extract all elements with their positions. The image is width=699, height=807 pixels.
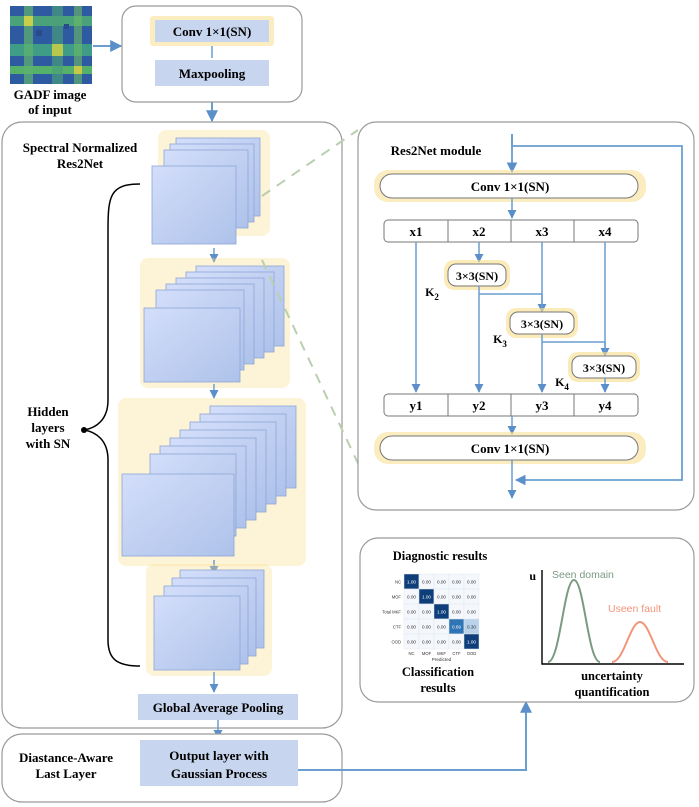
- snres2net-label-line2: Res2Net: [57, 156, 104, 171]
- x4-label: x4: [599, 224, 613, 239]
- matrix-cell-value: 0.00: [452, 579, 461, 584]
- output-label-line2: Gaussian Process: [171, 766, 267, 781]
- matrix-cell-value: 0.00: [452, 609, 461, 614]
- matrix-cell-value: 0.00: [407, 624, 416, 629]
- seen-domain-curve: [547, 578, 601, 663]
- last-layer-label-line2: Last Layer: [35, 766, 96, 781]
- axis-u-label: u: [529, 569, 536, 583]
- module-conv-top-box: [379, 173, 639, 199]
- last-layer-label-line1: Diastance-Aware: [19, 750, 113, 765]
- y4-label: y4: [599, 398, 613, 413]
- y3-label: y3: [536, 398, 550, 413]
- hidden-label-line3: with SN: [26, 436, 71, 451]
- matrix-cell-value: 0.00: [452, 639, 461, 644]
- module-conv-bottom-box: [379, 435, 639, 461]
- maxpool-box: [155, 60, 269, 86]
- k4-conv-label: 3×3(SN): [583, 361, 625, 375]
- matrix-cell-value: 0.00: [452, 594, 461, 599]
- matrix-col-label: MKF: [437, 651, 446, 656]
- seen-domain-label: Seen domain: [552, 569, 614, 581]
- results-title: Diagnostic results: [393, 549, 488, 563]
- module-conv-bottom-label: Conv 1×1(SN): [471, 441, 550, 456]
- matrix-col-label: MOF: [422, 651, 432, 656]
- matrix-cell-value: 0.00: [437, 594, 446, 599]
- conv-top-label: Conv 1×1(SN): [173, 24, 252, 39]
- matrix-row-label: OOD: [391, 639, 401, 644]
- snres2net-label-line1: Spectral Normalized: [23, 140, 138, 155]
- x1-label: x1: [410, 224, 423, 239]
- hidden-layer-stack-1: [151, 130, 270, 245]
- hidden-label-line2: layers: [31, 420, 64, 435]
- matrix-cell-value: 0.00: [422, 624, 431, 629]
- hidden-layer-stack-4: [146, 564, 272, 676]
- matrix-xlabel: Predicted: [432, 657, 452, 662]
- matrix-cell-value: 0.00: [422, 639, 431, 644]
- k3-conv-label: 3×3(SN): [521, 317, 563, 331]
- matrix-cell-value: 0.00: [407, 594, 416, 599]
- matrix-cell-value: 0.30: [467, 624, 476, 629]
- matrix-cell-value: 1.00: [437, 609, 446, 614]
- matrix-cell-value: 1.00: [422, 594, 431, 599]
- matrix-cell: [463, 633, 480, 650]
- gadf-caption-line2: of input: [28, 102, 72, 117]
- maxpool-label: Maxpooling: [179, 66, 246, 81]
- matrix-col-label: NC: [408, 651, 414, 656]
- k3-label: K3: [493, 332, 507, 349]
- hidden-layer-stack-3: [118, 398, 306, 566]
- matrix-cell-value: 0.69: [452, 624, 461, 629]
- matrix-col-label: CTF: [452, 651, 461, 656]
- unseen-fault-label: Useen fault: [608, 603, 661, 615]
- matrix-cell-value: 0.00: [437, 579, 446, 584]
- matrix-cell-value: 0.00: [467, 594, 476, 599]
- confusion-matrix: 1.00 0.00 0.00 0.00 0.00 0.00 1.00 0.00 0.00 0.00…: [382, 573, 480, 662]
- k2-label: K2: [425, 285, 439, 302]
- matrix-cell-value: 0.00: [407, 639, 416, 644]
- matrix-cell-value: 0.00: [422, 579, 431, 584]
- k2-conv-label: 3×3(SN): [456, 269, 498, 283]
- y2-label: y2: [473, 398, 486, 413]
- hidden-layers-dot: [81, 427, 87, 433]
- x3-label: x3: [536, 224, 550, 239]
- gap-label: Global Average Pooling: [153, 700, 284, 715]
- hidden-label-line1: Hidden: [27, 404, 69, 419]
- matrix-row-label: CTF: [393, 624, 402, 629]
- uncertainty-axes: [541, 570, 684, 665]
- res2net-module-title: Res2Net module: [391, 143, 482, 158]
- matrix-cell-value: 1.00: [407, 579, 416, 584]
- matrix-cell-value: 0.00: [407, 609, 416, 614]
- x2-label: x2: [473, 224, 486, 239]
- matrix-row-label: NC: [395, 579, 401, 584]
- gadf-input-image: [10, 6, 92, 84]
- classification-label-line2: results: [420, 681, 455, 695]
- conv-top-box: [155, 20, 269, 42]
- classification-label-line1: Classification: [402, 665, 474, 679]
- zoom-line-top: [261, 129, 359, 197]
- hidden-layer-stack-2: [140, 258, 290, 388]
- uncertainty-label-line2: quantification: [574, 685, 649, 699]
- output-layer-box: [140, 740, 298, 786]
- output-label-line1: Output layer with: [169, 748, 269, 763]
- uncertainty-label-line1: uncertainty: [581, 669, 644, 683]
- unseen-fault-curve: [611, 620, 669, 663]
- matrix-cell-value: 1.00: [467, 639, 476, 644]
- arrow-output-to-results: [298, 700, 532, 771]
- k4-label: K4: [555, 375, 569, 392]
- matrix-cell-value: 0.00: [467, 579, 476, 584]
- matrix-cell-value: 0.00: [437, 639, 446, 644]
- matrix-row-label: Total MKF: [382, 609, 401, 614]
- k4-conv-box: [571, 355, 637, 379]
- gadf-caption-line1: GADF image: [14, 87, 87, 102]
- k2-conv-box: [447, 263, 507, 287]
- matrix-cell-value: 0.00: [437, 624, 446, 629]
- matrix-cell-value: 0.00: [422, 609, 431, 614]
- y1-label: y1: [410, 398, 423, 413]
- matrix-row-label: MOF: [392, 594, 402, 599]
- matrix-col-label: OOD: [467, 651, 477, 656]
- uncertainty-plot: u Seen domain Useen fault: [529, 569, 684, 665]
- matrix-cell-value: 0.00: [467, 609, 476, 614]
- module-conv-top-label: Conv 1×1(SN): [471, 179, 550, 194]
- gap-box: [138, 694, 298, 720]
